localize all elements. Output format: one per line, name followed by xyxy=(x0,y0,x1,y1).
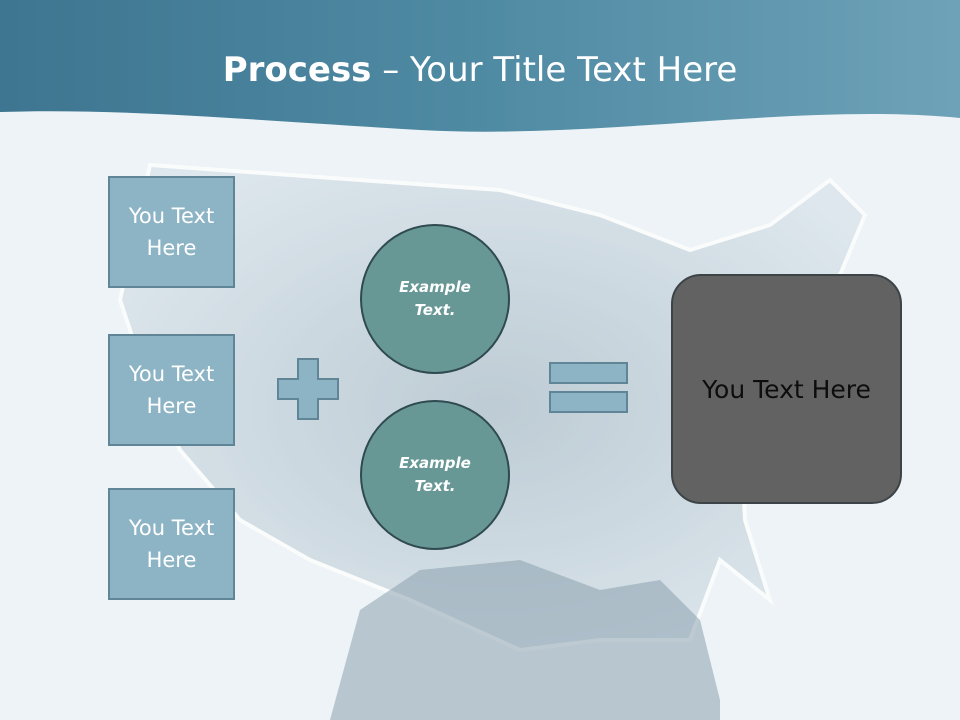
left-box-1-label: You Text Here xyxy=(128,204,215,260)
example-circle-2-label: Example Text. xyxy=(399,454,471,495)
hand-shape xyxy=(330,560,720,720)
example-circle-1-label: Example Text. xyxy=(399,278,471,319)
left-box-2-label: You Text Here xyxy=(128,362,215,418)
result-box[interactable]: You Text Here xyxy=(671,274,902,504)
left-box-2[interactable]: You Text Here xyxy=(108,334,235,446)
plus-icon xyxy=(277,358,339,420)
left-box-1[interactable]: You Text Here xyxy=(108,176,235,288)
left-box-3-label: You Text Here xyxy=(128,516,215,572)
example-circle-2[interactable]: Example Text. xyxy=(360,400,510,550)
equals-icon xyxy=(549,362,628,413)
header-band xyxy=(0,0,960,132)
title-rest: – Your Title Text Here xyxy=(371,50,738,90)
result-box-label: You Text Here xyxy=(702,374,871,404)
title-bold: Process xyxy=(222,50,372,90)
example-circle-1[interactable]: Example Text. xyxy=(360,224,510,374)
left-box-3[interactable]: You Text Here xyxy=(108,488,235,600)
slide-title: Process – Your Title Text Here xyxy=(0,50,960,90)
